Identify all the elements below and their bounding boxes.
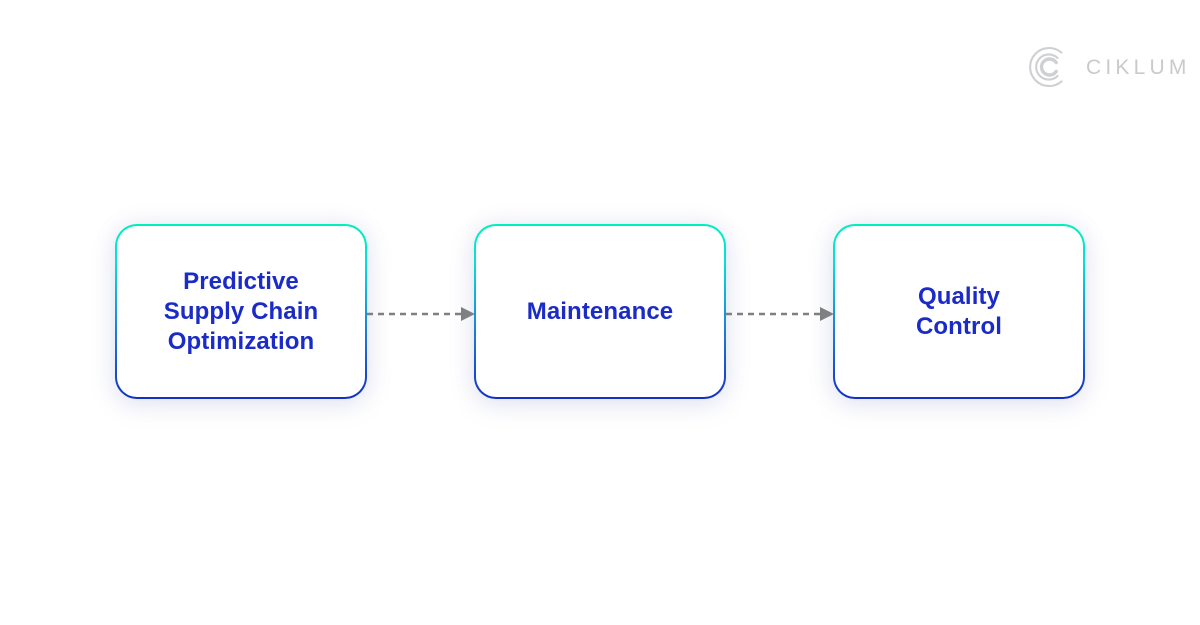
flow-node-surface: Maintenance xyxy=(476,226,724,397)
flow-node-label: Quality Control xyxy=(915,282,1002,340)
brand-logo: CIKLUM xyxy=(1026,45,1191,89)
flow-node-label: Predictive Supply Chain Optimization xyxy=(163,267,319,355)
flow-node-predictive-supply-chain-optimization[interactable]: Predictive Supply Chain Optimization xyxy=(115,224,367,399)
connector-arrowhead-icon xyxy=(820,307,834,321)
brand-wordmark: CIKLUM xyxy=(1086,55,1191,79)
flow-node-maintenance[interactable]: Maintenance xyxy=(474,224,726,399)
ciklum-concentric-c-icon xyxy=(1026,45,1070,89)
flow-node-quality-control[interactable]: Quality Control xyxy=(833,224,1085,399)
connector-arrowhead-icon xyxy=(461,307,475,321)
flow-node-label: Maintenance xyxy=(526,297,674,325)
flow-node-surface: Predictive Supply Chain Optimization xyxy=(117,226,365,397)
connector-arrow-2 xyxy=(726,304,836,324)
connector-arrow-1 xyxy=(367,304,477,324)
flow-node-surface: Quality Control xyxy=(835,226,1083,397)
